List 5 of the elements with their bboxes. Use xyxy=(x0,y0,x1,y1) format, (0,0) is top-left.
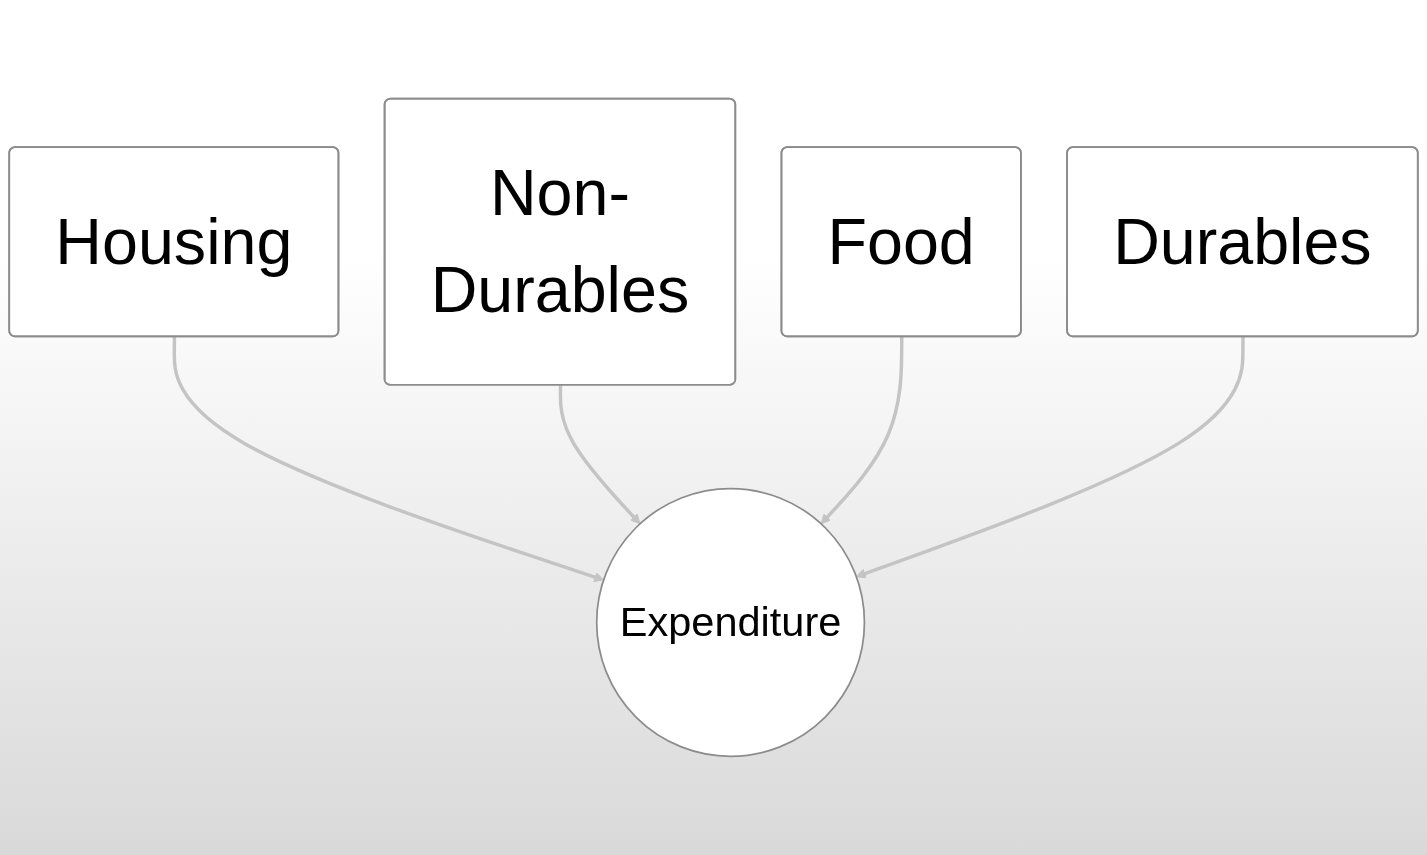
arrow xyxy=(820,336,904,525)
node-circle: Expenditure xyxy=(595,487,866,758)
arrow xyxy=(172,336,605,582)
arrow xyxy=(855,336,1245,579)
arrow xyxy=(558,385,641,525)
